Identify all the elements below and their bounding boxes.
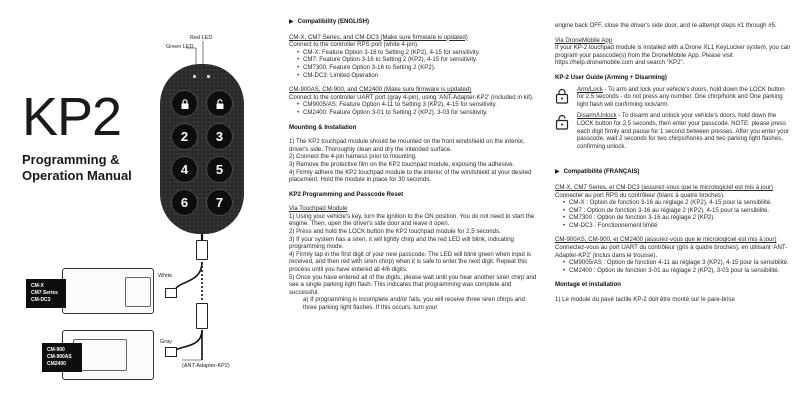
- key-5[interactable]: 5: [206, 156, 233, 183]
- list-item: 5) Once you have entered all of the digi…: [289, 273, 537, 296]
- list-item: CM-DC3: Limited Operation: [289, 72, 537, 80]
- list-item: 3) If your system has a siren, it will l…: [289, 235, 514, 251]
- cover-panel: KP2 Programming & Operation Manual Red L…: [0, 0, 275, 419]
- list-item: CM2400 : Option de fonction 3-01 au régl…: [555, 267, 791, 275]
- mount-heading: Mounting & Installation: [289, 123, 357, 131]
- list-item: CM7300 : Option de fonction 3-16 au régl…: [555, 214, 791, 222]
- list-item: a) If programming is incomplete and/or f…: [303, 296, 525, 311]
- fr-compat-heading: ▶Compatibilité (FRANÇAIS): [555, 168, 640, 176]
- list-item: CM-X : Option de fonction 3-16 au réglag…: [555, 199, 791, 207]
- kp2-keypad: 2 3 4 5 6 7: [160, 64, 244, 234]
- fr-compat-a-heading: CM-X, CM7 Series, et CM-DC3 (assurez-vou…: [555, 183, 774, 191]
- guide-heading: KP-2 User Guide (Arming + Disarming): [555, 73, 667, 81]
- list-item: 1) Using your vehicle's key, turn the ig…: [289, 212, 535, 228]
- arm-row: Arm/Lock - To arm and lock your vehicle'…: [555, 86, 791, 109]
- compat-b-heading: CM-900AS, CM-900, and CM2400 (Make sure …: [289, 86, 472, 94]
- list-item: CM9005/AS : Option de fonction 4-11 au r…: [555, 259, 791, 267]
- lock-key[interactable]: [171, 90, 198, 117]
- fr-compat-a-intro: Connecter au port RPS du contrôleur (bla…: [555, 191, 725, 199]
- red-led-label: Red LED: [190, 35, 213, 41]
- key-4[interactable]: 4: [171, 156, 198, 183]
- app-heading: Via DroneMobile App: [555, 36, 613, 44]
- compat-b-intro: Connect to the controller UART port (gra…: [289, 93, 534, 101]
- key-3[interactable]: 3: [206, 123, 233, 150]
- fr-compat-b-heading: CM-900AS, CM-900, et CM2400 (assurez-vou…: [555, 236, 777, 244]
- app-text: If your KP-2 touchpad module is installe…: [555, 44, 791, 67]
- lock-icon: [181, 98, 188, 109]
- list-item: 3) Remove the protective film on the KP2…: [289, 160, 515, 168]
- disarm-text: Disarm/Unlock - To disarm and unlock you…: [577, 112, 790, 150]
- green-led-label: Green LED: [166, 44, 194, 50]
- fr-mount-heading: Montage et installation: [555, 281, 622, 289]
- column-continued: engine back OFF, close the driver's side…: [555, 22, 791, 304]
- lock-icon: [555, 86, 571, 109]
- module-cm-900-tag: CM-900 CM-900AS CM2400: [42, 343, 82, 372]
- list-item: 1) The KP2 touchpad module should be mou…: [289, 138, 525, 153]
- adapter-connector: [196, 303, 208, 329]
- list-item: CM9005/AS: Feature Option 4-11 to Settin…: [289, 101, 537, 109]
- fr-compat-b-intro: Connectez-vous au port UART du contrôleu…: [555, 244, 788, 259]
- manual-subtitle: Programming & Operation Manual: [22, 152, 132, 183]
- continued-text: engine back OFF, close the driver's side…: [555, 22, 777, 29]
- list-item: CM7: Feature Option 3-16 to Setting 2 (K…: [289, 56, 537, 64]
- red-led: [207, 75, 210, 78]
- compat-heading: ▶Compatibility (ENGLISH): [289, 18, 370, 25]
- compat-a-intro: Connect to the controller RPS port (whit…: [289, 41, 419, 49]
- module-cm-x: [62, 268, 154, 314]
- list-item: 4) Firmly adhere the KP2 touchpad module…: [289, 168, 532, 184]
- module-cm-x-tag: CM-X CM7 Series CM-DC3: [26, 279, 66, 308]
- triangle-icon: ▶: [555, 169, 560, 176]
- product-title: KP2: [22, 87, 122, 147]
- adapter-label: (ANT-Adapter-KP2): [182, 363, 230, 369]
- list-item: CM-X: Feature Option 3-16 to Setting 2 (…: [289, 49, 537, 57]
- list-item: 2) Connect the 4-pin harness prior to mo…: [289, 153, 417, 161]
- list-item: 1) Le module du pavé tactile KP-2 doit ê…: [555, 296, 735, 304]
- list-item: 4) Firmly tap in the first digit of your…: [289, 250, 532, 274]
- key-7[interactable]: 7: [206, 189, 233, 216]
- arm-text: Arm/Lock - To arm and lock your vehicle'…: [577, 85, 785, 108]
- list-item: CM7 : Option de fonction 3-16 au réglage…: [555, 207, 791, 215]
- white-connector: [165, 288, 177, 298]
- unlock-icon: [555, 112, 571, 150]
- green-led: [193, 75, 196, 78]
- key-2[interactable]: 2: [171, 123, 198, 150]
- keypad-connector: [196, 240, 208, 260]
- disarm-row: Disarm/Unlock - To disarm and unlock you…: [555, 112, 791, 150]
- white-wire-label: White: [158, 273, 173, 279]
- list-item: CM2400: Feature Option 3-01 to Setting 2…: [289, 109, 537, 117]
- compat-a-heading: CM-X, CM7 Series, and CM-DC3 (Make sure …: [289, 33, 468, 41]
- list-item: 2) Press and hold the LOCK button the KP…: [289, 228, 501, 236]
- programming-subheading: Via Touchpad Module: [289, 205, 348, 213]
- list-item: CM-DC3 : Fonctionnement limité: [555, 222, 791, 230]
- unlock-icon: [216, 98, 223, 109]
- gray-connector: [165, 347, 177, 357]
- unlock-key[interactable]: [206, 90, 233, 117]
- key-6[interactable]: 6: [171, 189, 198, 216]
- programming-heading: KP2 Programming and Passcode Reset: [289, 190, 404, 198]
- gray-wire-label: Gray: [160, 339, 172, 345]
- triangle-icon: ▶: [289, 19, 294, 25]
- column-english: ▶Compatibility (ENGLISH) CM-X, CM7 Serie…: [289, 18, 537, 312]
- list-item: CM7300: Feature Option 3-16 to Setting 2…: [289, 64, 537, 72]
